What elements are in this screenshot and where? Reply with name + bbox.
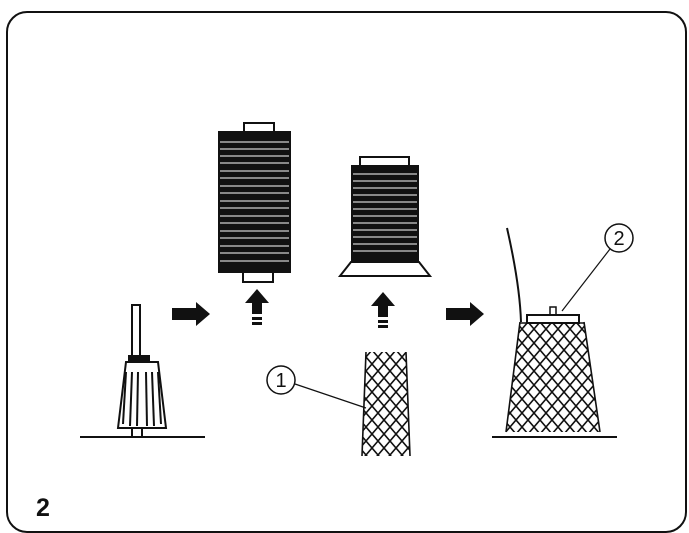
figure-number: 2 [36, 494, 50, 522]
callout-2: 2 [561, 223, 634, 312]
arrow-up-icon [371, 292, 395, 328]
arrow-up-icon [245, 289, 269, 325]
callout-1: 1 [266, 365, 367, 409]
small-spool-icon [337, 156, 433, 277]
panel-border [6, 11, 687, 533]
netted-cone-icon [492, 227, 617, 438]
large-cone-icon [218, 122, 291, 283]
callout-1-number: 1 [275, 370, 286, 392]
callout-2-number: 2 [613, 228, 624, 250]
arrow-right-icon [446, 302, 484, 326]
spool-pin-icon [80, 304, 205, 438]
spool-net-icon [361, 351, 411, 457]
arrow-right-icon [172, 302, 210, 326]
